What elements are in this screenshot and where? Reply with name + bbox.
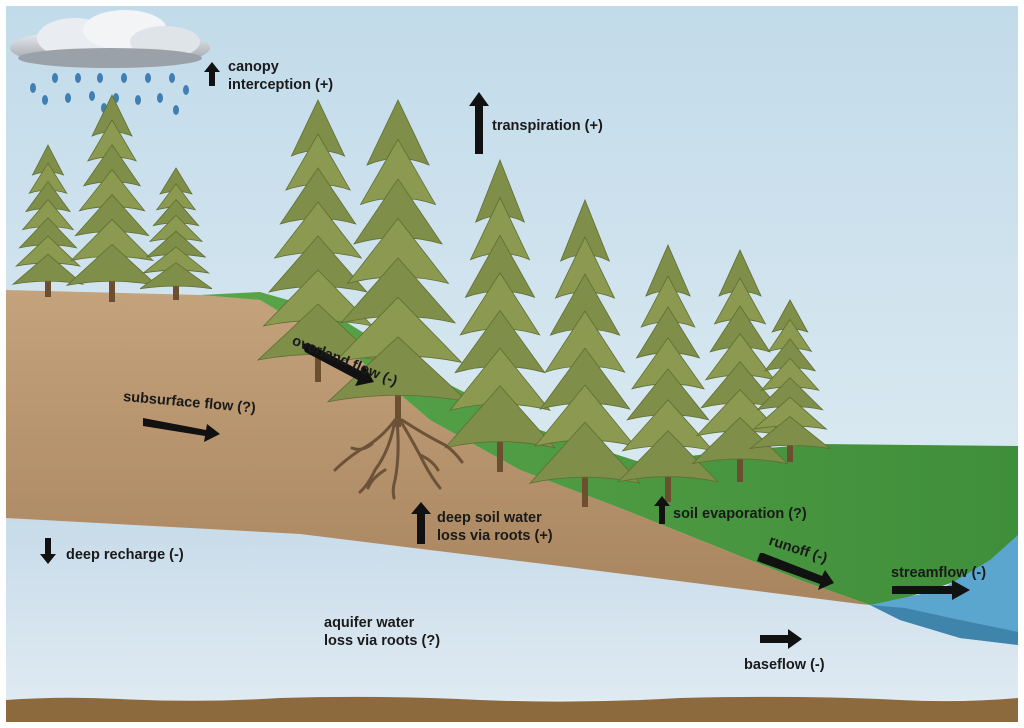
slope-tree-1 bbox=[256, 99, 380, 382]
overland-flow-arrow bbox=[302, 343, 374, 386]
upland-tree-2 bbox=[65, 94, 159, 302]
runoff-arrow bbox=[757, 553, 834, 590]
upland-tree-1 bbox=[11, 144, 85, 297]
forest-slope-trees bbox=[256, 99, 832, 507]
deep-soil-water-line-1: deep soil water bbox=[437, 510, 542, 526]
slope-tree-4 bbox=[528, 198, 642, 507]
slope-tree-7 bbox=[748, 299, 832, 462]
canopy-interception-line-2: interception (+) bbox=[228, 77, 334, 93]
upland-tree-3 bbox=[139, 167, 213, 300]
bedrock-strip bbox=[6, 696, 1018, 722]
transpiration-label: transpiration (+) bbox=[492, 118, 603, 134]
canopy-interception-label: canopy interception (+) bbox=[228, 58, 333, 94]
canopy-interception-arrow bbox=[204, 62, 220, 86]
streamflow-label: streamflow (-) bbox=[891, 565, 987, 581]
deep-recharge-arrow bbox=[40, 538, 56, 564]
soil-evaporation-arrow bbox=[654, 496, 670, 524]
baseflow-label: baseflow (-) bbox=[744, 657, 825, 673]
subsurface-flow-arrow bbox=[143, 418, 220, 442]
aquifer-water-line-2: loss via roots (?) bbox=[324, 633, 441, 649]
deep-soil-water-label: deep soil water loss via roots (+) bbox=[437, 509, 553, 545]
slope-tree-5 bbox=[616, 243, 720, 502]
baseflow-arrow bbox=[760, 629, 802, 649]
tree-roots bbox=[333, 418, 464, 500]
deep-recharge-label: deep recharge (-) bbox=[66, 547, 184, 563]
streamflow-arrow bbox=[892, 580, 970, 600]
stream-bed bbox=[870, 605, 1018, 645]
deep-soil-water-line-2: loss via roots (+) bbox=[437, 528, 553, 544]
deep-soil-water-arrow bbox=[411, 502, 431, 544]
soil-evaporation-label: soil evaporation (?) bbox=[673, 506, 807, 522]
transpiration-arrow bbox=[469, 92, 489, 154]
forest-upland-trees bbox=[11, 94, 213, 302]
raindrops bbox=[30, 73, 189, 115]
slope-tree-2 bbox=[326, 99, 470, 427]
canopy-interception-line-1: canopy bbox=[228, 59, 279, 75]
rain-cloud bbox=[10, 10, 210, 68]
soil-layer bbox=[6, 290, 870, 605]
aquifer-water-label: aquifer water loss via roots (?) bbox=[324, 614, 440, 650]
arrows bbox=[40, 62, 970, 649]
slope-tree-3 bbox=[443, 158, 557, 472]
aquifer-layer bbox=[6, 518, 1018, 700]
aquifer-water-line-1: aquifer water bbox=[324, 615, 415, 631]
